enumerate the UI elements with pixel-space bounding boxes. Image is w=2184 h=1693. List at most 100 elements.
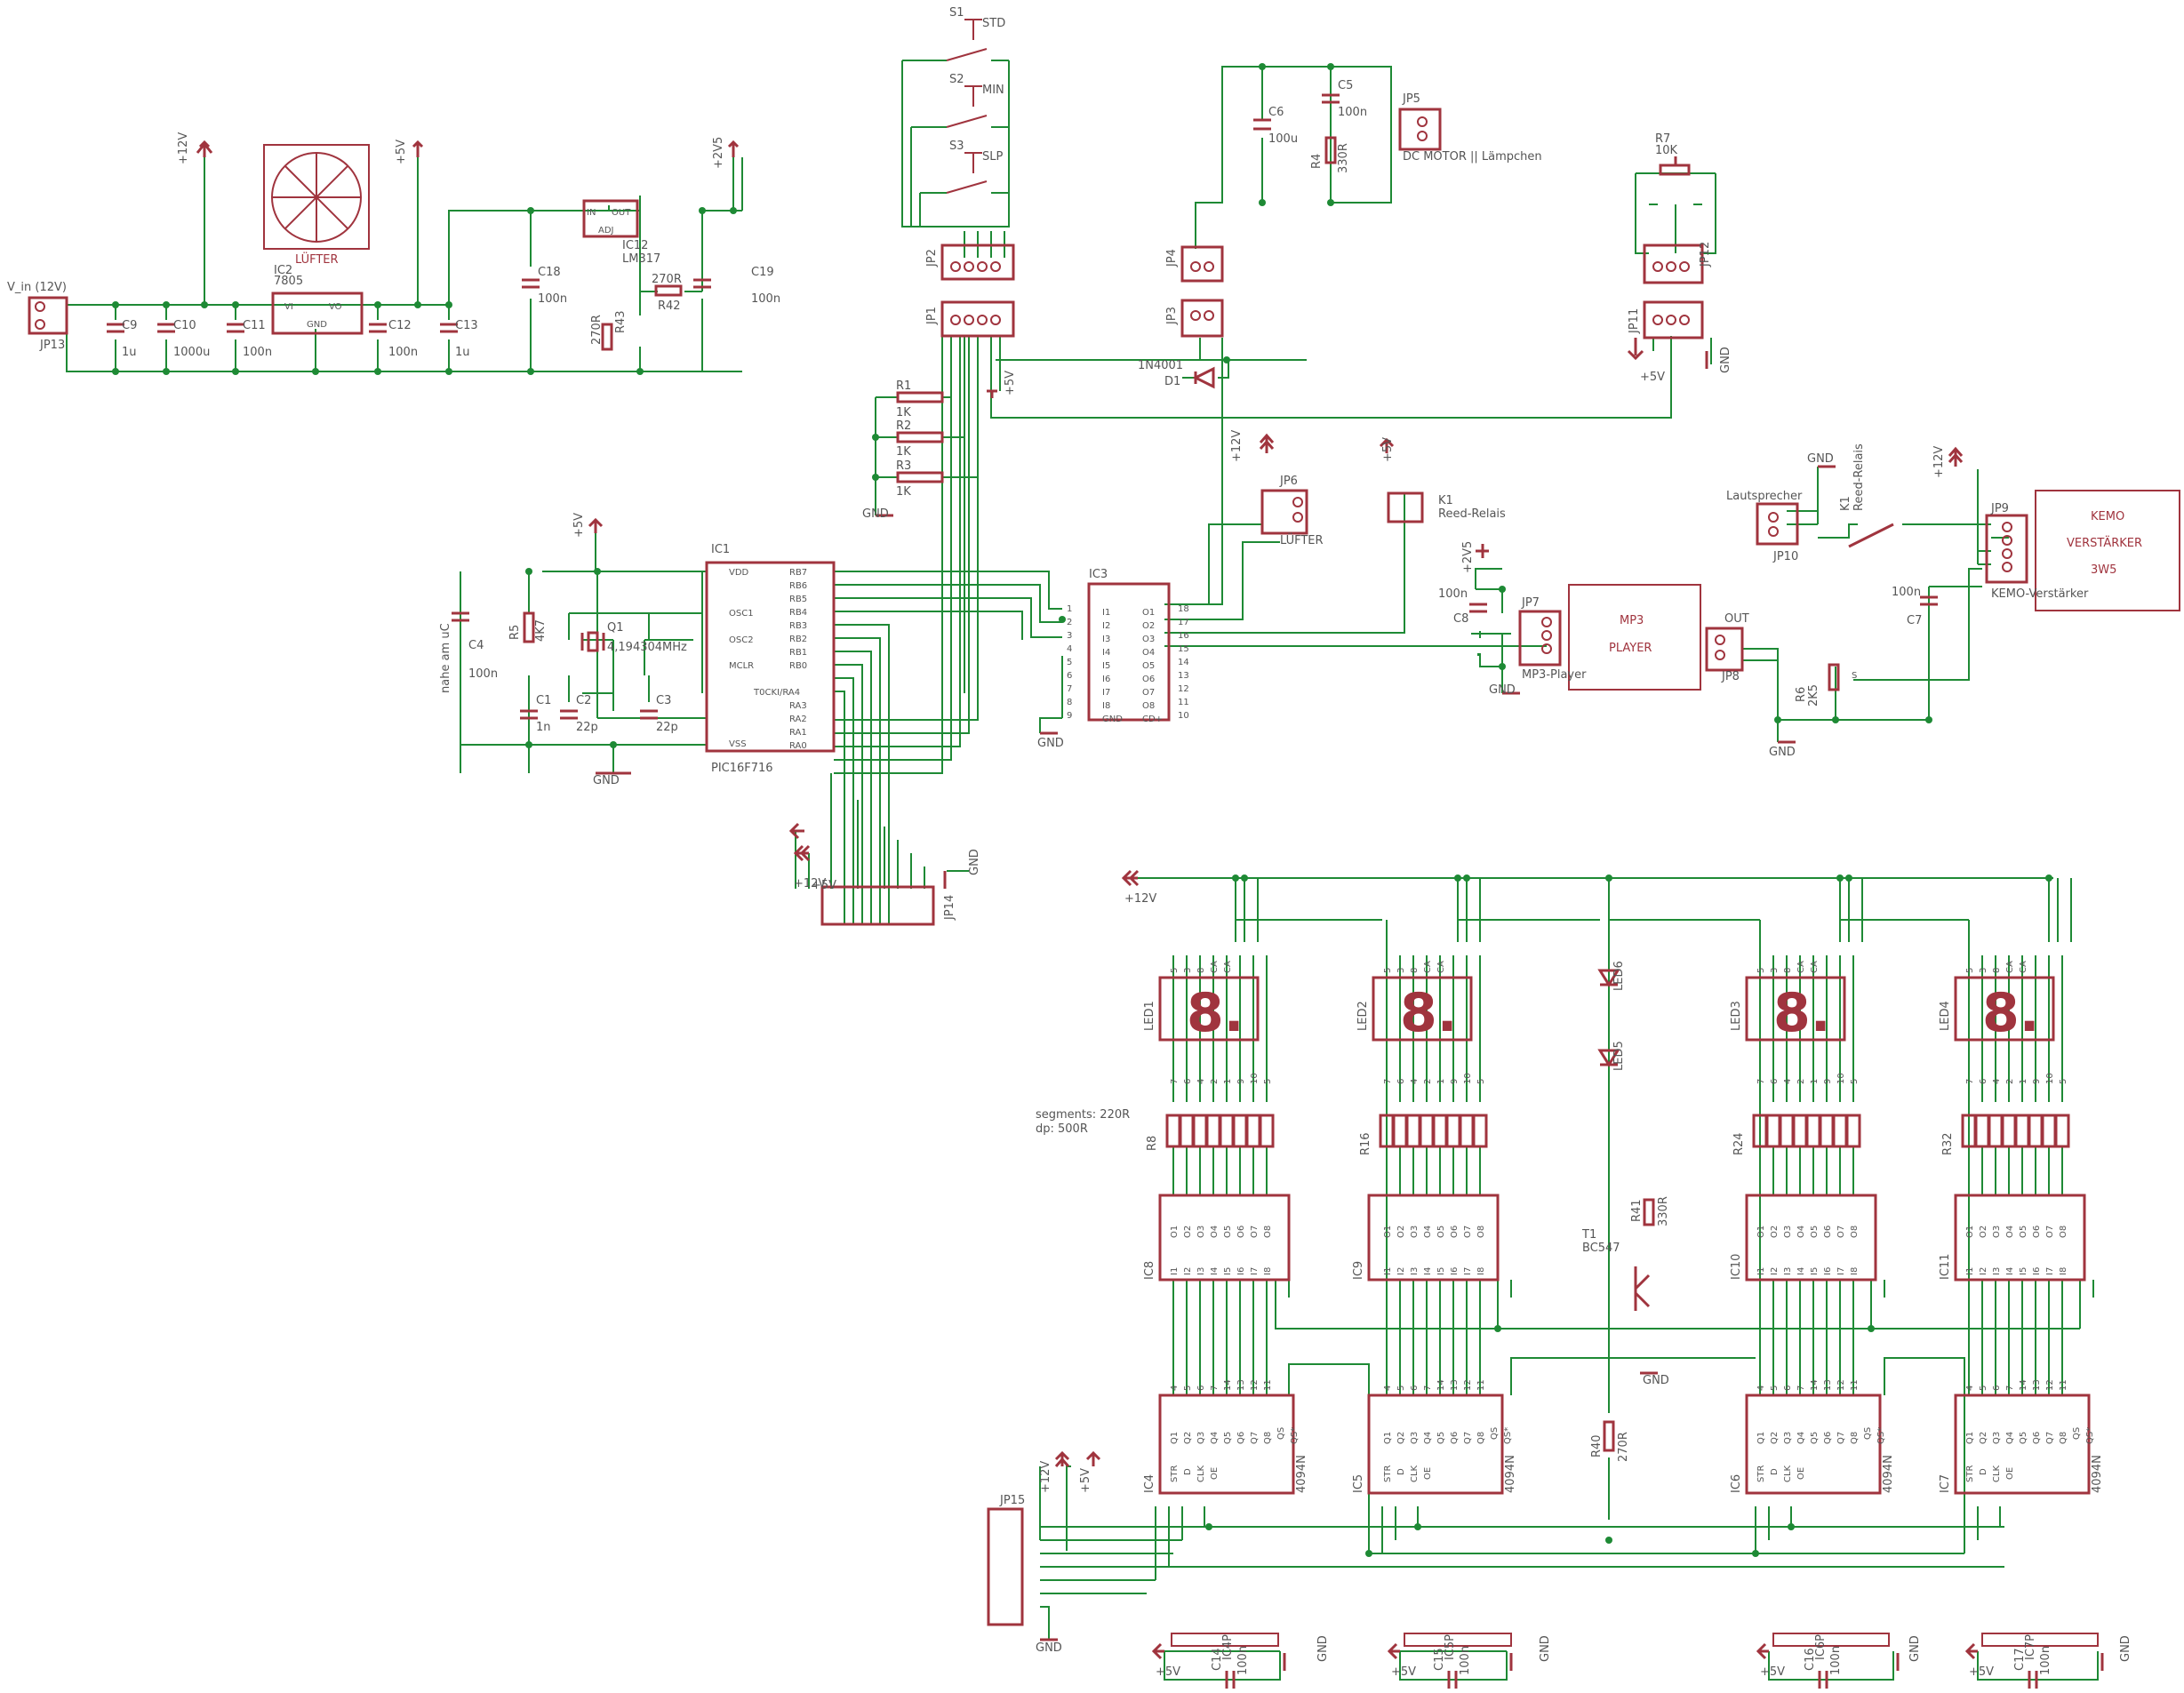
sr-str-1: STR: [1383, 1465, 1393, 1482]
sr-q-3-6: Q7: [2045, 1432, 2055, 1444]
led-pin-0-6: 10: [1250, 1073, 1260, 1084]
jp15-label: JP15: [999, 1494, 1025, 1507]
c18-label: C18: [538, 266, 561, 279]
jp10-label: JP10: [1772, 550, 1798, 563]
c17-label: C17: [2013, 1648, 2027, 1671]
ic1-rb0: RB0: [789, 661, 807, 671]
ic8-label: IC8: [1143, 1261, 1156, 1280]
uln-in-1-0: I1: [1383, 1267, 1393, 1275]
uln-in-0-5: I6: [1236, 1267, 1246, 1275]
led-pin-0-2: 4: [1196, 1079, 1206, 1084]
seg-note-1: segments: 220R: [1036, 1108, 1130, 1122]
ic2-pin-vi: VI: [284, 302, 293, 312]
junctions: [112, 63, 2052, 1557]
c3-value: 22p: [656, 721, 678, 734]
ic1-label: IC1: [711, 543, 730, 556]
c1-label: C1: [536, 694, 551, 707]
led4-display: [1954, 976, 2055, 1042]
uln-out-2-5: O6: [1823, 1226, 1833, 1238]
uln-in-0-0: I1: [1170, 1267, 1180, 1275]
ic5p-label: IC5P: [1444, 1634, 1457, 1660]
ic3-in-2: I3: [1102, 635, 1110, 644]
c9-value: 1u: [122, 346, 137, 359]
gnd-c15: GND: [1539, 1635, 1552, 1662]
uln-out-0-1: O2: [1183, 1226, 1193, 1238]
jp5-label: JP5: [1402, 92, 1420, 106]
sr-q-2-5: Q6: [1823, 1432, 1833, 1444]
sr-d-3: D: [1979, 1468, 1988, 1475]
r41-value: 330R: [1657, 1196, 1670, 1226]
led-pin-3-5: 9: [2032, 1079, 2042, 1084]
jp8-label: JP8: [1721, 670, 1740, 683]
uln-out-3-7: O8: [2059, 1226, 2068, 1238]
uln-out-1-2: O3: [1410, 1226, 1420, 1238]
sr-qnum-3-6: 12: [2045, 1379, 2055, 1391]
wires: [66, 60, 2099, 1681]
c10-value: 1000u: [173, 346, 210, 359]
ic4-label: IC4: [1143, 1474, 1156, 1493]
sr-qs-2: QS: [1863, 1427, 1873, 1440]
jp2-header: [940, 244, 1015, 281]
led-top-pin-1-3: CA: [1423, 961, 1433, 973]
uln-in-2-6: I7: [1836, 1267, 1846, 1275]
sr-q-0-6: Q7: [1250, 1432, 1260, 1444]
c10-label: C10: [173, 319, 196, 332]
sr-q-0-0: Q1: [1170, 1432, 1180, 1444]
sr-d-1: D: [1396, 1468, 1406, 1475]
led-top-pin-2-4: CA: [1810, 961, 1820, 973]
symbols: [28, 19, 2180, 1689]
jp11-label: JP11: [1628, 308, 1641, 334]
sr-q-2-0: Q1: [1756, 1432, 1766, 1444]
kemo-text-2: VERSTÄRKER: [2067, 536, 2142, 550]
r5-label: R5: [508, 625, 522, 640]
uln-in-2-7: I8: [1850, 1267, 1860, 1275]
ic1-vss: VSS: [729, 739, 747, 749]
ic1-vdd: VDD: [729, 568, 749, 578]
r40-value: 270R: [1617, 1432, 1630, 1462]
sr-q-1-6: Q7: [1463, 1432, 1473, 1444]
p2v5-c8: +2V5: [1461, 541, 1475, 573]
sr-qs2-2: QS*: [1876, 1427, 1886, 1444]
ic7-shift-register: [1954, 1394, 2091, 1495]
uln-out-3-5: O6: [2032, 1226, 2042, 1238]
sr-qnum-3-2: 6: [1992, 1386, 2002, 1391]
jp4-label: JP4: [1165, 249, 1179, 268]
uln-in-1-5: I6: [1450, 1267, 1460, 1275]
ic12-value: LM317: [622, 252, 660, 266]
led-pin-2-7: 5: [1850, 1079, 1860, 1084]
sr-qnum-2-5: 13: [1823, 1379, 1833, 1391]
uln-in-0-7: I8: [1263, 1267, 1273, 1275]
sr-qnum-2-6: 12: [1836, 1379, 1846, 1391]
c13-value: 1u: [455, 346, 470, 359]
ic4p-label: IC4P: [1221, 1634, 1235, 1660]
sr-clk-1: CLK: [1410, 1465, 1420, 1482]
c4-label: C4: [468, 639, 484, 652]
p5v-k1: +5V: [1381, 437, 1395, 462]
c12-value: 100n: [388, 346, 418, 359]
led-top-pin-0-3: CA: [1210, 961, 1220, 973]
jp13-label: JP13: [39, 339, 65, 352]
r42-label: R42: [658, 299, 681, 313]
ic6-label: IC6: [1730, 1474, 1743, 1493]
sr-qnum-0-0: 4: [1170, 1386, 1180, 1391]
ic6p-label: IC6P: [1814, 1634, 1828, 1660]
led-pin-1-4: 1: [1436, 1079, 1446, 1084]
sr-qnum-0-3: 7: [1210, 1386, 1220, 1391]
kemo-amplifier-box: [2035, 490, 2180, 611]
uln-in-1-1: I2: [1396, 1267, 1406, 1275]
uln-out-2-6: O7: [1836, 1226, 1846, 1238]
out-label: OUT: [1724, 612, 1749, 626]
led2-label: LED2: [1356, 1001, 1370, 1031]
led-pin-1-7: 5: [1476, 1079, 1486, 1084]
sr-q-2-3: Q4: [1796, 1432, 1806, 1444]
jp3-label: JP3: [1165, 307, 1179, 325]
uln-in-2-2: I3: [1783, 1267, 1793, 1275]
ic3-in-7: I8: [1102, 701, 1110, 711]
r41-label: R41: [1630, 1199, 1644, 1222]
led-pin-2-1: 6: [1770, 1079, 1780, 1084]
d1-value: 1N4001: [1138, 359, 1183, 372]
ic9-label: IC9: [1352, 1261, 1365, 1280]
ic3-out-2: O3: [1142, 635, 1155, 644]
c3-label: C3: [656, 694, 671, 707]
